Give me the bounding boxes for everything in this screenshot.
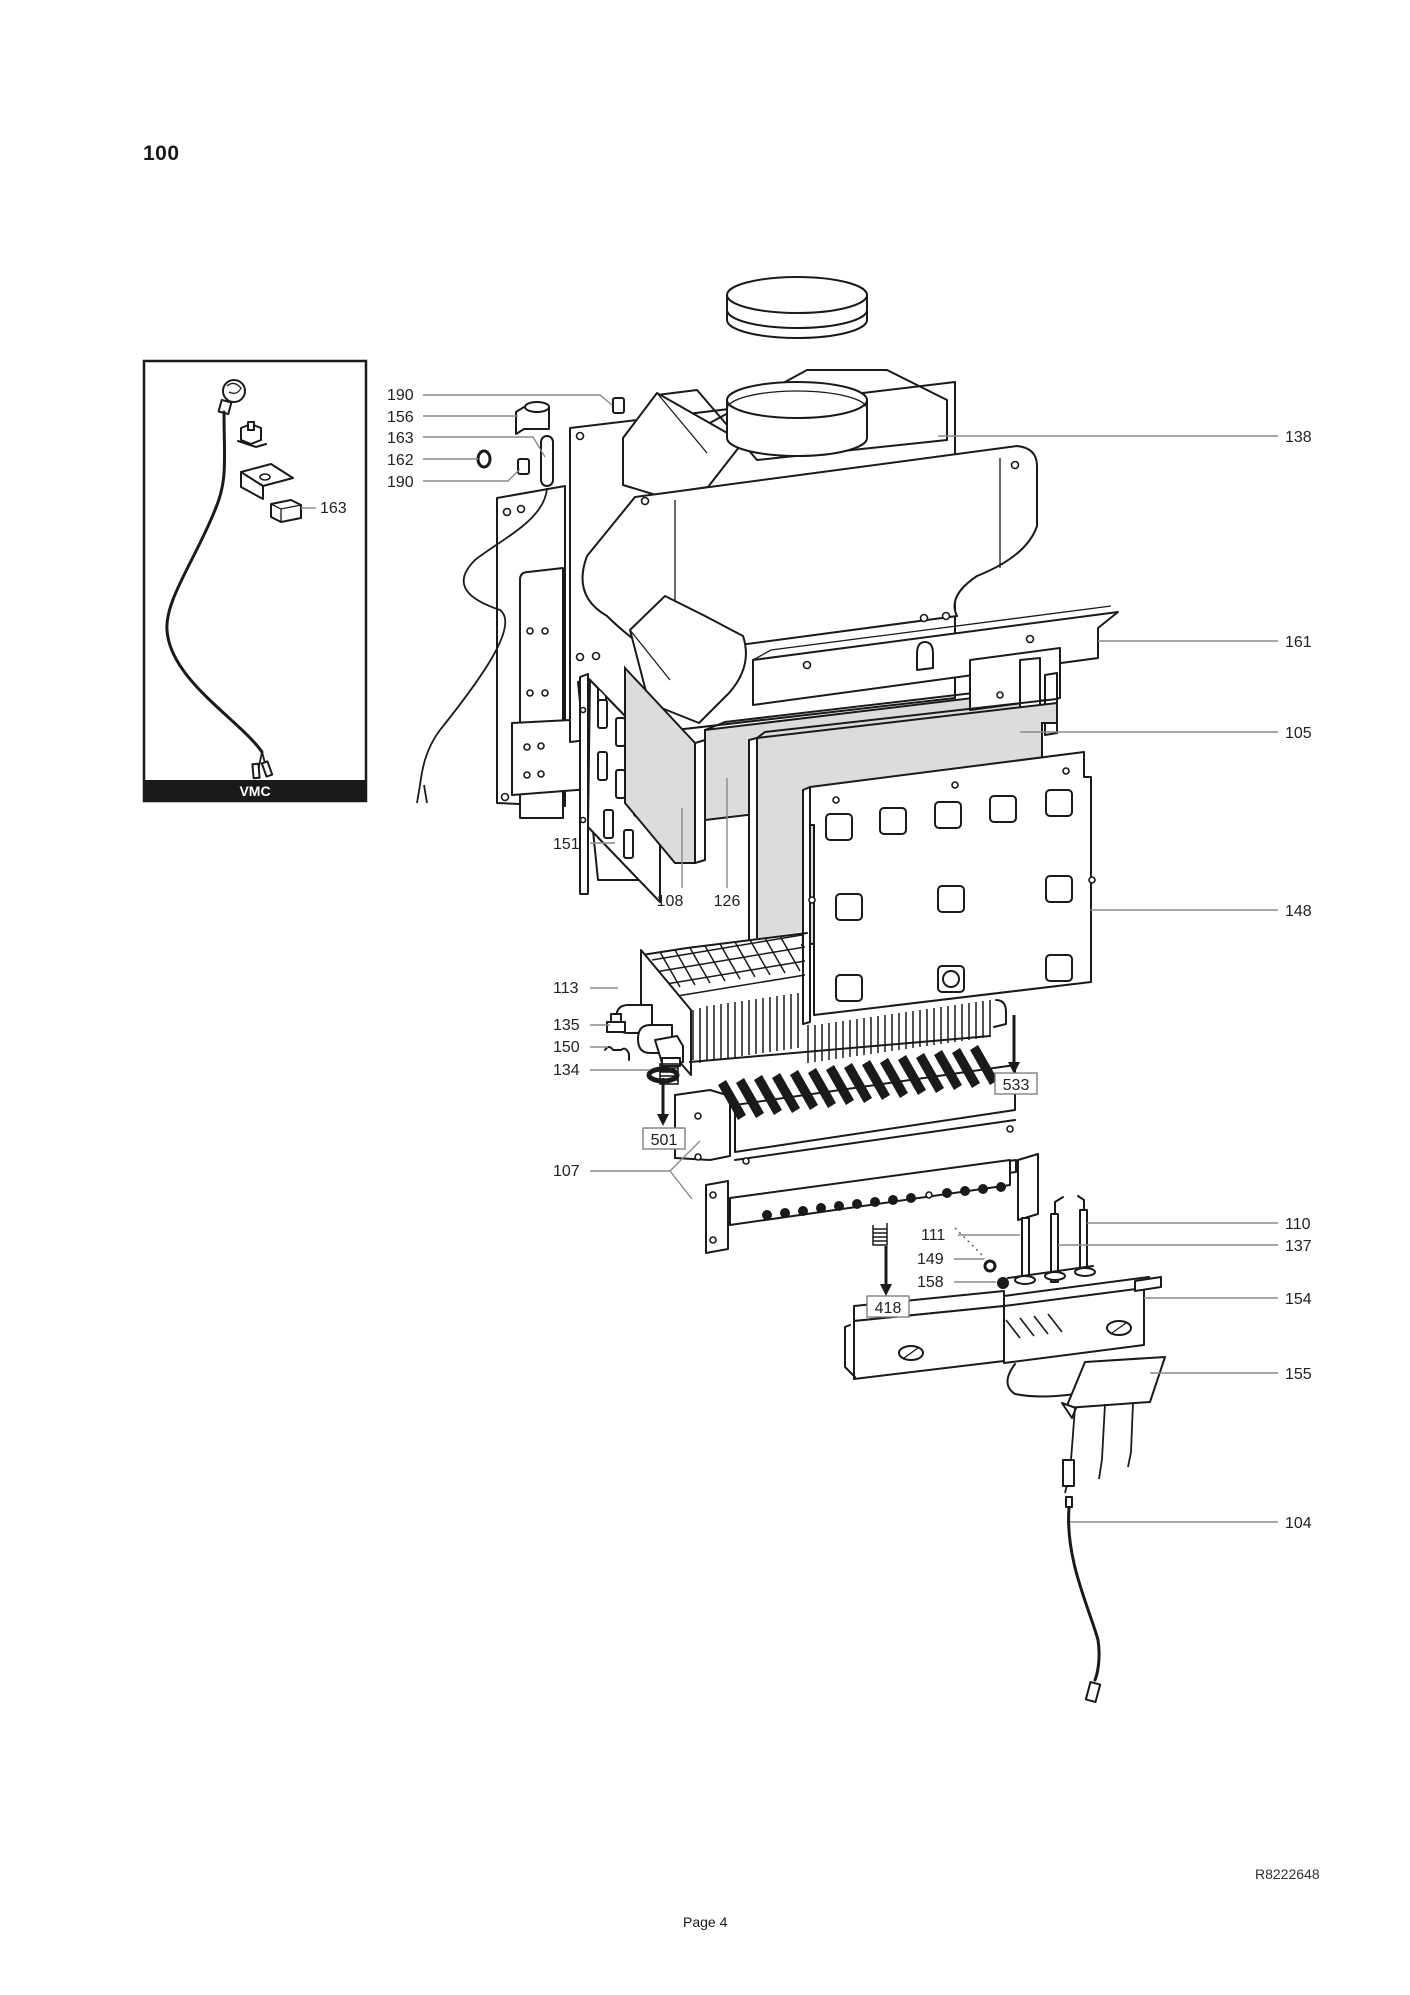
ref-418: 418 [875,1300,902,1317]
arrow-418: 418 [866,1246,910,1318]
callout-135: 135 [553,1017,580,1034]
small-parts-top-left [416,397,625,804]
right-callouts: 138 161 105 148 110 137 154 155 104 [938,429,1312,1532]
callout-149: 149 [917,1251,944,1268]
callout-156: 156 [387,409,414,426]
deflector-161 [752,605,1119,706]
sensor-wire-104 [1062,1459,1102,1703]
nut-149-icon [983,1259,997,1273]
callout-108: 108 [657,893,684,910]
callout-190-a: 190 [387,387,414,404]
ref-box-501 [642,1127,686,1150]
clip-bracket-icon [237,421,267,448]
callout-148: 148 [1285,903,1312,920]
arrow-501: 501 [642,1078,686,1150]
callout-158: 158 [917,1274,944,1291]
callout-110: 110 [1285,1216,1311,1233]
callout-154: 154 [1285,1291,1312,1308]
front-panel-148 [802,751,1096,1025]
callout-190-b: 190 [387,474,414,491]
ref-box-418 [866,1295,910,1318]
callout-161: 161 [1285,634,1312,651]
bracket-154 [844,1276,1162,1380]
sensor-head-icon [217,379,246,416]
vmc-inset: VMC 163 [142,359,368,803]
clip-150-icon [604,1046,630,1061]
page-number: Page 4 [683,1914,728,1930]
drawing-reference-code: R8222648 [1255,1866,1320,1882]
arrow-533: 533 [994,1015,1038,1095]
callout-105: 105 [1285,725,1312,742]
heat-exchanger [615,932,1007,1085]
left-callouts: 190 156 163 162 190 151 108 126 113 135 … [387,387,1020,1291]
rear-frame-right [969,647,1061,736]
callout-137: 137 [1285,1238,1312,1255]
callout-155: 155 [1285,1366,1312,1383]
clip-190-bottom-icon [517,458,530,475]
burner-assembly [674,1045,1039,1254]
ref-533: 533 [1003,1077,1030,1094]
cover-155 [1006,1356,1166,1494]
callout-126: 126 [714,893,741,910]
callout-134: 134 [553,1062,580,1079]
callout-138: 138 [1285,429,1312,446]
sensor-163-icon [540,435,554,487]
figure-number: 100 [143,142,180,165]
grommet-162-icon [476,449,492,469]
nipple-135-icon [606,1013,626,1033]
mounting-plate-icon [240,463,294,500]
callout-163: 163 [387,430,414,447]
callout-162: 162 [387,452,414,469]
callout-107: 107 [553,1163,580,1180]
inset-title: VMC [239,783,270,799]
insulation-108 [624,665,706,864]
ref-box-533 [994,1072,1038,1095]
callout-111: 111 [921,1227,945,1244]
electrodes [983,1195,1096,1289]
flue-collar-ring [726,276,868,339]
clip-190-top-icon [612,397,625,414]
inset-title-bar [144,780,366,801]
callout-150: 150 [553,1039,580,1056]
callout-104: 104 [1285,1515,1312,1532]
callout-163-inset: 163 [320,500,347,517]
connector-163-icon [270,499,302,523]
ref-501: 501 [651,1132,678,1149]
callout-113: 113 [553,980,579,997]
callout-151: 151 [553,836,580,853]
